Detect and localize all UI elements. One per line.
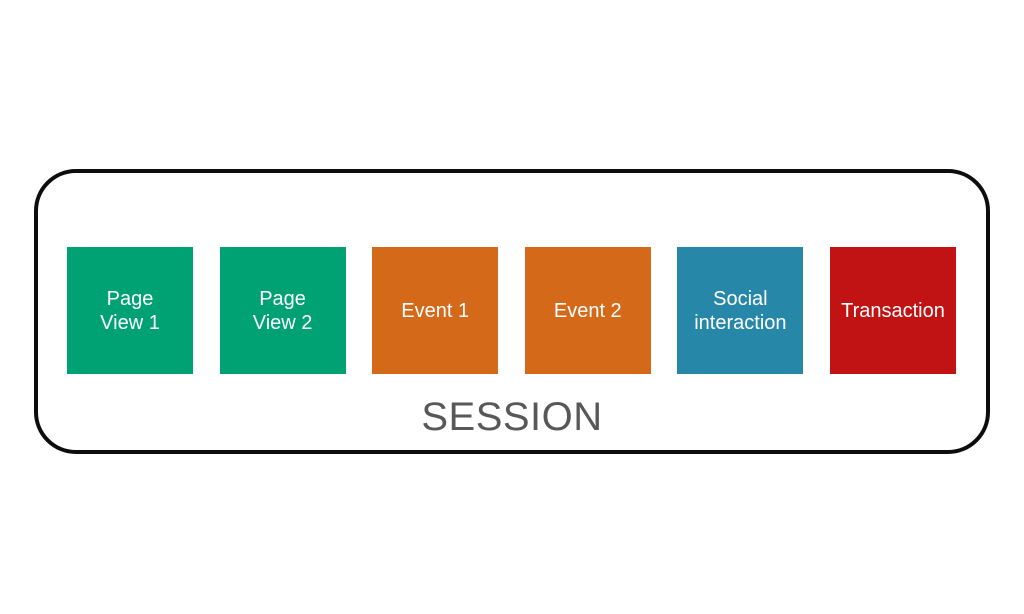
- box-event-1: Event 1: [372, 247, 499, 374]
- box-transaction: Transaction: [829, 247, 956, 374]
- box-event-2: Event 2: [524, 247, 651, 374]
- event-boxes-row: Page View 1 Page View 2 Event 1 Event 2 …: [67, 247, 956, 374]
- session-label: SESSION: [421, 395, 603, 439]
- box-event-2-label: Event 2: [553, 299, 622, 322]
- box-page-view-1: Page View 1: [67, 247, 193, 374]
- session-container: Page View 1 Page View 2 Event 1 Event 2 …: [34, 169, 990, 454]
- box-page-view-2: Page View 2: [219, 247, 346, 374]
- box-social-interaction-label: Social interaction: [694, 287, 787, 334]
- box-transaction-label: Transaction: [841, 299, 945, 322]
- box-event-1-label: Event 1: [401, 299, 470, 322]
- box-page-view-1-label: Page View 1: [100, 287, 160, 334]
- box-page-view-2-label: Page View 2: [252, 287, 313, 334]
- box-social-interaction: Social interaction: [677, 247, 804, 374]
